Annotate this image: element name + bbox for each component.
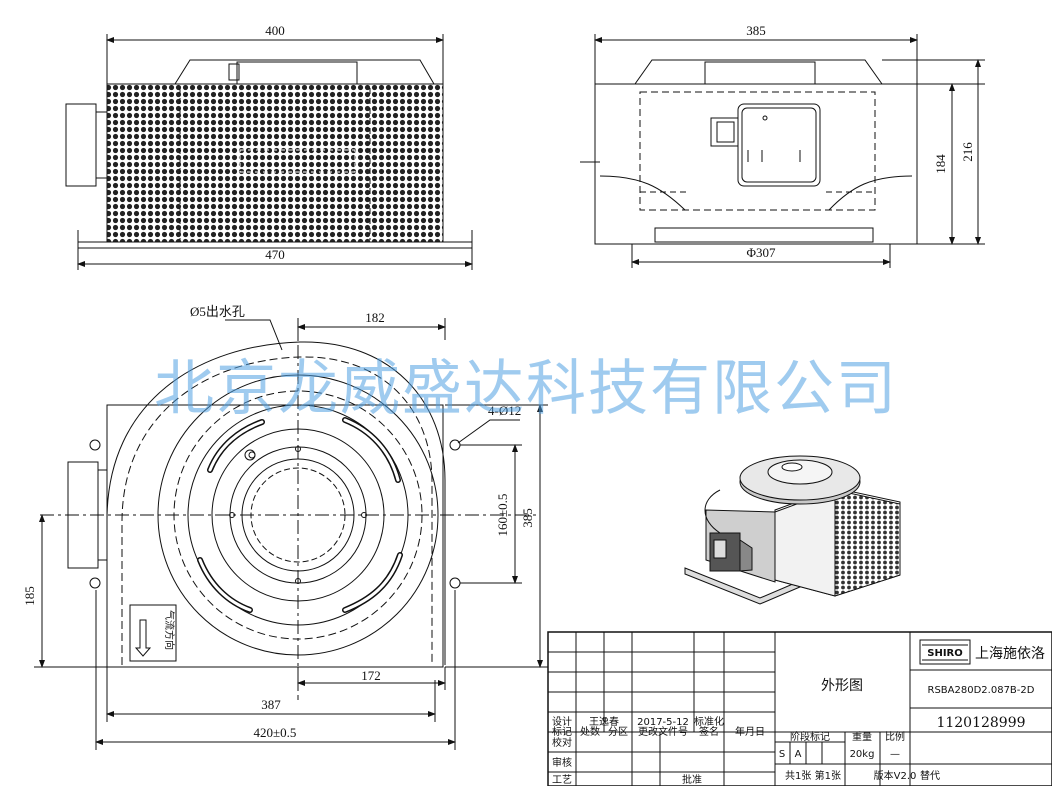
version-label: 版本V2.0 bbox=[874, 769, 917, 782]
replace-label: 替代 bbox=[920, 769, 940, 782]
scale-label: 比例 bbox=[885, 730, 905, 743]
dim-plan-hole-note: Ø5出水孔 bbox=[190, 304, 245, 319]
dim-side-top-width: 385 bbox=[746, 23, 766, 38]
dim-plan-172: 172 bbox=[361, 668, 381, 683]
header-change-doc: 更改文件号 bbox=[638, 725, 688, 738]
dim-plan-185: 185 bbox=[22, 586, 37, 606]
standardization-label: 标准化 bbox=[694, 715, 724, 728]
dim-side-height-total: 216 bbox=[960, 142, 975, 162]
review-label: 审核 bbox=[552, 756, 572, 769]
designer-name: 王逸春 bbox=[589, 716, 619, 728]
model-number: RSBA280D2.087B-2D bbox=[928, 685, 1035, 696]
side-view bbox=[580, 34, 985, 268]
sheet-count: 共1张 第1张 bbox=[785, 769, 841, 782]
dim-front-base-width: 470 bbox=[265, 247, 285, 262]
airflow-direction-label: 气流方向 bbox=[163, 610, 176, 650]
check-label: 校对 bbox=[552, 736, 572, 749]
scale-value: — bbox=[890, 749, 900, 760]
weight-label: 重量 bbox=[852, 730, 872, 743]
logo-text: SHIRO bbox=[927, 648, 963, 659]
drawing-title: 外形图 bbox=[821, 678, 863, 694]
header-count: 处数 bbox=[580, 725, 600, 738]
design-label: 设计 bbox=[552, 715, 572, 728]
header-signature: 签名 bbox=[699, 725, 719, 738]
dim-plan-182: 182 bbox=[365, 310, 385, 325]
process-label: 工艺 bbox=[552, 774, 572, 786]
dim-plan-hole-spacing: 160±0.5 bbox=[495, 494, 510, 537]
header-date: 年月日 bbox=[735, 725, 765, 738]
isometric-view bbox=[684, 455, 901, 605]
header-zone: 分区 bbox=[608, 726, 628, 738]
header-mark: 标记 bbox=[552, 726, 572, 738]
title-block-text: SHIRO 上海施依洛 外形图 RSBA280D2.087B-2D 112012… bbox=[552, 646, 1045, 786]
weight-value: 20kg bbox=[850, 749, 875, 760]
dim-plan-depth: 385 bbox=[520, 508, 535, 528]
stage-s: S bbox=[779, 749, 785, 760]
title-block bbox=[547, 631, 1052, 786]
stage-a: A bbox=[795, 749, 802, 760]
approve-label: 批准 bbox=[682, 773, 702, 786]
dim-plan-mount-holes: 4-Ø12 bbox=[488, 403, 521, 418]
dim-front-top-width: 400 bbox=[265, 23, 285, 38]
company-name: 上海施依洛 bbox=[975, 646, 1045, 662]
dim-side-diameter: Φ307 bbox=[746, 245, 776, 260]
plan-view bbox=[34, 318, 548, 750]
dim-side-height-inner: 184 bbox=[933, 154, 948, 174]
design-date: 2017-5-12 bbox=[637, 717, 689, 728]
front-view bbox=[65, 34, 473, 270]
dim-plan-387: 387 bbox=[261, 697, 281, 712]
stage-label: 阶段标记 bbox=[790, 730, 830, 743]
dim-plan-420: 420±0.5 bbox=[254, 725, 297, 740]
drawing-number: 1120128999 bbox=[936, 715, 1025, 731]
